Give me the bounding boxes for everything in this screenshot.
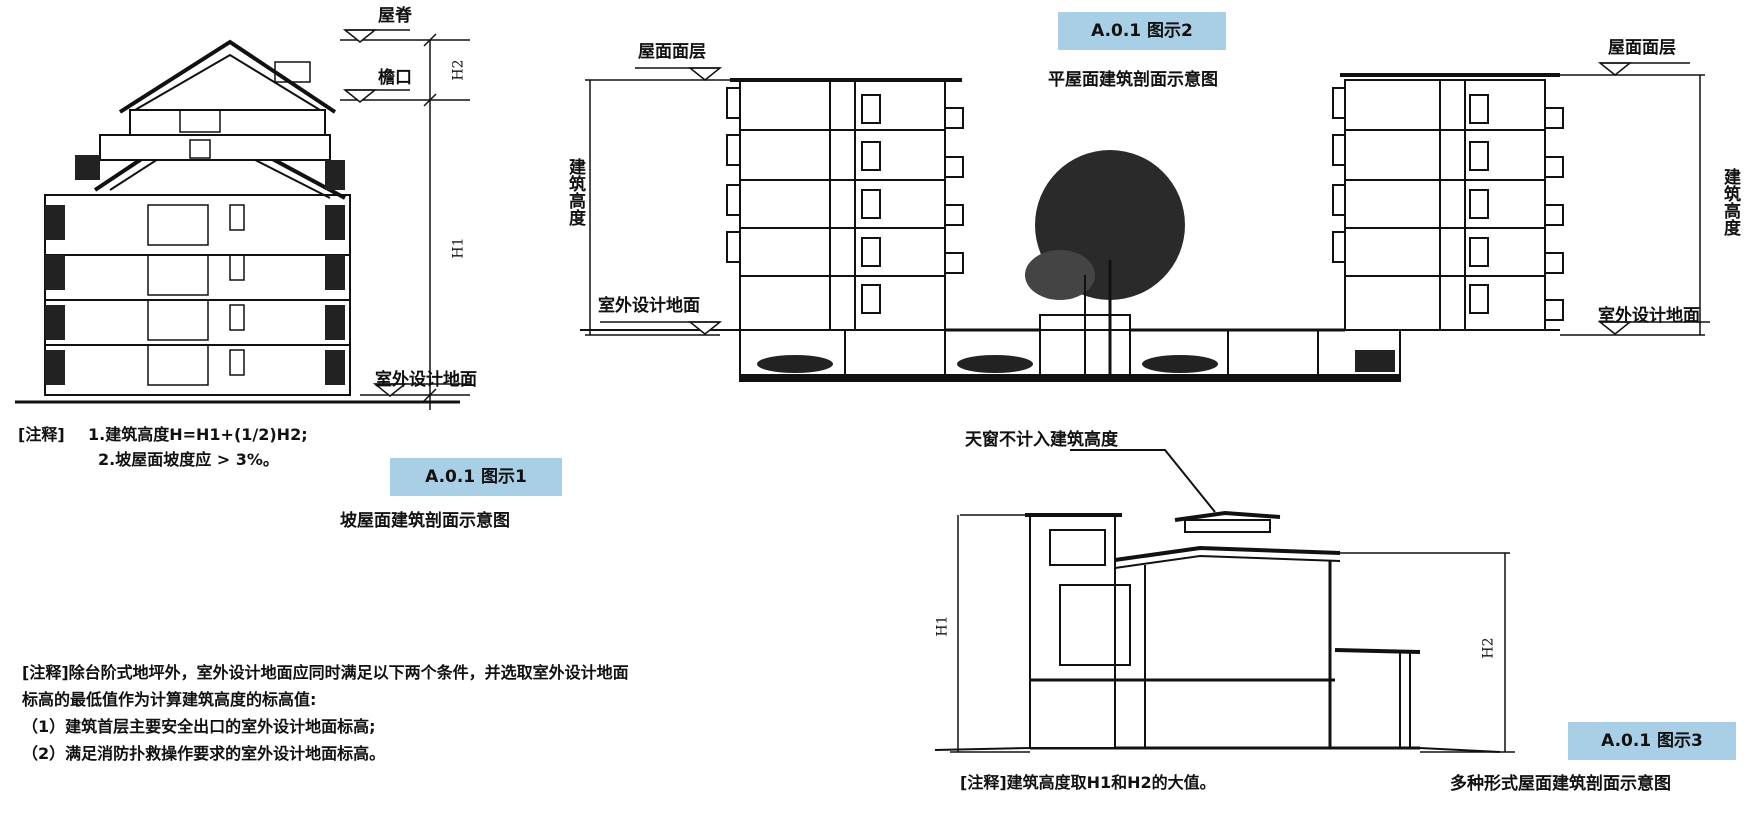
fig1-badge: A.0.1 图示1 bbox=[390, 458, 562, 496]
fig2-section bbox=[580, 73, 1564, 382]
fig1-dimensions bbox=[340, 29, 470, 410]
fig3-dimensions bbox=[950, 514, 1515, 753]
fig2-caption: 平屋面建筑剖面示意图 bbox=[1048, 70, 1218, 90]
fig1-ground-label: 室外设计地面 bbox=[375, 370, 477, 390]
fig1-building bbox=[15, 39, 460, 404]
fig3-badge: A.0.1 图示3 bbox=[1568, 722, 1736, 760]
fig1-caption: 坡屋面建筑剖面示意图 bbox=[340, 511, 510, 531]
fig1-h2-label: H2 bbox=[450, 59, 467, 81]
fig2-ground-left-label: 室外设计地面 bbox=[598, 296, 700, 316]
fig2-dimensions bbox=[585, 62, 1710, 336]
fig1-note-line2: 2.坡屋面坡度应 > 3%。 bbox=[98, 450, 279, 469]
general-note-line4: （2）满足消防扑救操作要求的室外设计地面标高。 bbox=[22, 744, 386, 763]
car-icon bbox=[757, 350, 1395, 373]
fig2-roof-right-label: 屋面面层 bbox=[1608, 38, 1676, 58]
fig3-skylight-label: 天窗不计入建筑高度 bbox=[965, 430, 1118, 450]
fig3-section bbox=[934, 449, 1501, 753]
fig3-h1-label: H1 bbox=[934, 615, 951, 637]
fig2-roof-left-label: 屋面面层 bbox=[638, 42, 706, 62]
fig1-note-line1: 1.建筑高度H=H1+(1/2)H2; bbox=[88, 425, 308, 444]
fig2-height-right-label: 建筑高度 bbox=[1720, 168, 1740, 236]
tree-icon bbox=[1025, 150, 1185, 375]
fig1-ridge-label: 屋脊 bbox=[378, 6, 412, 26]
fig2-ground-right-label: 室外设计地面 bbox=[1598, 306, 1700, 326]
fig3-note: [注释]建筑高度取H1和H2的大值。 bbox=[960, 773, 1216, 792]
fig3-caption: 多种形式屋面建筑剖面示意图 bbox=[1450, 774, 1671, 794]
general-note-line1: [注释]除台阶式地坪外，室外设计地面应同时满足以下两个条件，并选取室外设计地面 bbox=[22, 663, 629, 682]
fig1-note-prefix: [注释] bbox=[18, 425, 65, 444]
fig2-height-left-label: 建筑高度 bbox=[565, 158, 585, 226]
fig3-h2-label: H2 bbox=[1480, 637, 1497, 659]
general-note-line2: 标高的最低值作为计算建筑高度的标高值: bbox=[22, 690, 317, 709]
fig2-badge: A.0.1 图示2 bbox=[1058, 12, 1226, 50]
fig1-eave-label: 檐口 bbox=[378, 68, 412, 88]
fig1-h1-label: H1 bbox=[450, 237, 467, 259]
general-note-line3: （1）建筑首层主要安全出口的室外设计地面标高; bbox=[22, 717, 376, 736]
